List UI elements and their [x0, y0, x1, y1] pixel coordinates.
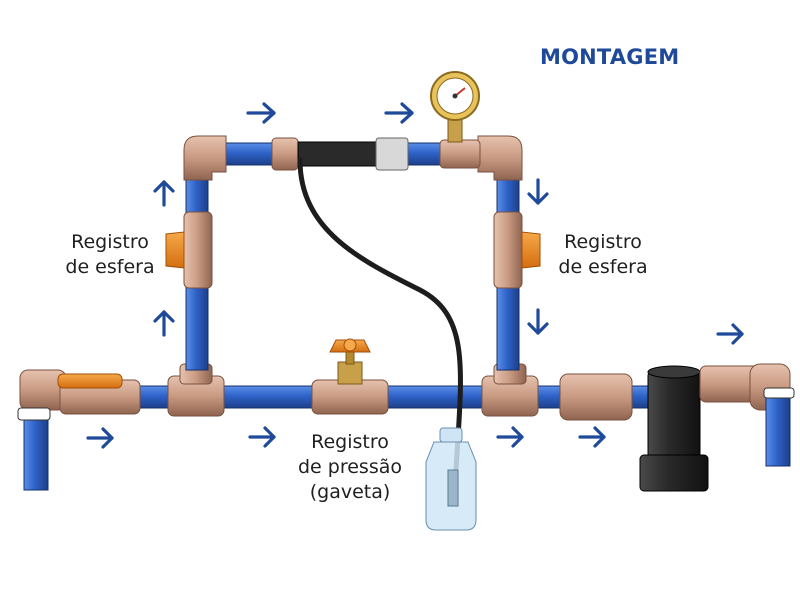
arrow-right-icon: [578, 426, 606, 448]
bottle-icon: [425, 427, 477, 531]
right-ball-valve-label: Registro de esfera: [548, 230, 658, 280]
filter-icon: [639, 365, 709, 492]
gate-valve-label: Registro de pressão (gaveta): [290, 430, 410, 505]
arrow-right-icon: [384, 102, 414, 124]
pressure-gauge-icon: [430, 71, 480, 143]
arrow-up-icon: [153, 310, 175, 337]
ball-valve-left: [165, 211, 213, 289]
right-tee: [481, 363, 539, 417]
union-fitting: [375, 137, 409, 171]
arrow-down-icon: [527, 308, 549, 335]
gauge-tee: [439, 139, 481, 169]
arrow-right-icon: [248, 426, 276, 448]
arrow-down-icon: [527, 178, 549, 205]
arrow-right-icon: [716, 323, 744, 345]
hose: [297, 157, 463, 473]
left-ball-valve-label: Registro de esfera: [60, 230, 160, 280]
top-coupling: [271, 137, 299, 171]
arrow-right-icon: [86, 427, 114, 449]
label-line: de esfera: [65, 256, 155, 278]
inlet-pipe: [17, 369, 67, 491]
label-line: Registro: [564, 231, 642, 253]
clamp-band: [17, 407, 51, 421]
ball-valve-main: [57, 373, 141, 415]
label-line: de esfera: [558, 256, 648, 278]
outlet-pipe: [699, 363, 795, 467]
left-tee: [167, 363, 225, 417]
elbow-top-right: [477, 135, 523, 181]
hose-fitting: [297, 141, 381, 167]
label-line: (gaveta): [309, 481, 391, 503]
clamp-band: [763, 387, 795, 399]
arrow-right-icon: [496, 426, 524, 448]
label-line: de pressão: [298, 456, 402, 478]
gate-valve: [311, 338, 389, 415]
arrow-up-icon: [153, 180, 175, 207]
diagram-title: MONTAGEM: [540, 45, 680, 69]
ball-valve-right: [493, 211, 541, 289]
label-line: Registro: [71, 231, 149, 253]
filter-inlet-union: [559, 373, 633, 421]
elbow-top-left: [183, 135, 227, 181]
arrow-right-icon: [246, 102, 276, 124]
label-line: Registro: [311, 431, 389, 453]
